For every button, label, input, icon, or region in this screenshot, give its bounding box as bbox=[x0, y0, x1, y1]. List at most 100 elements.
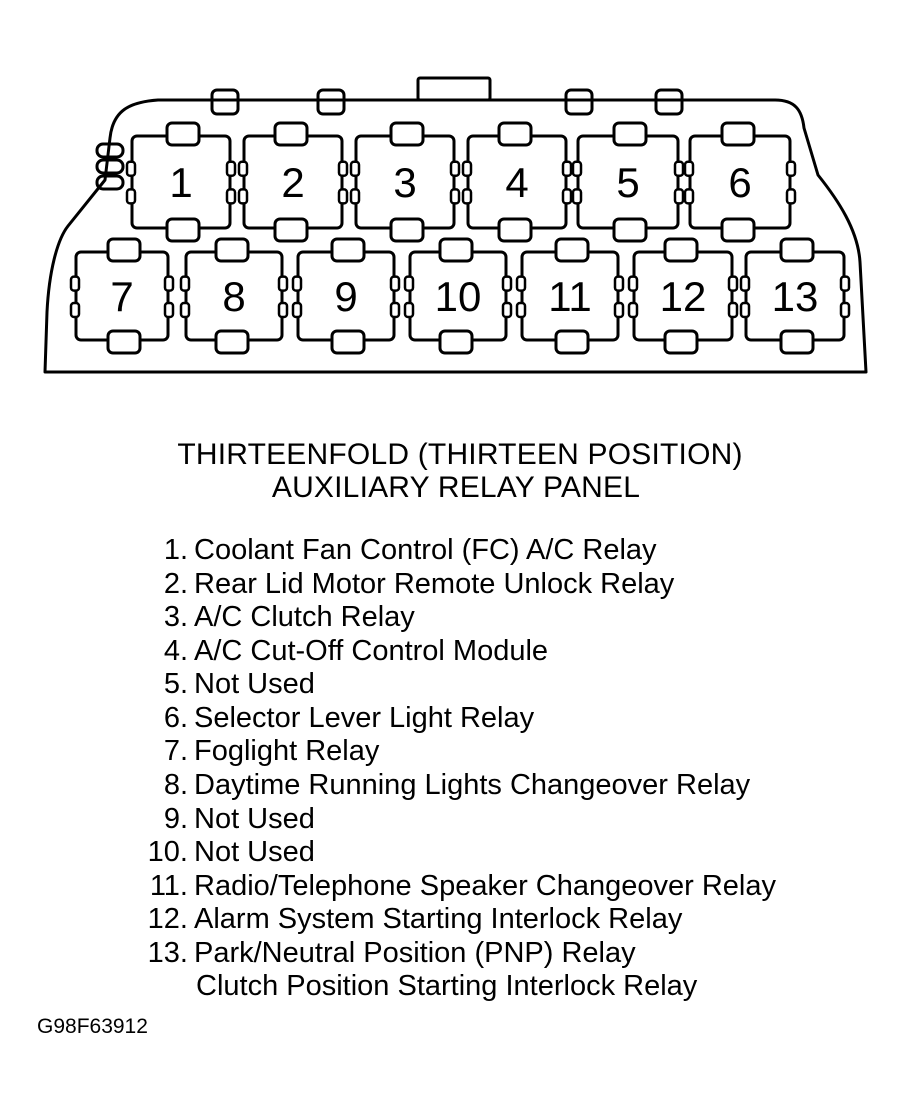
legend-item-text: Not Used bbox=[194, 668, 315, 700]
relay-socket-notch bbox=[179, 301, 191, 319]
relay-socket-notch bbox=[461, 188, 473, 205]
relay-socket-notch bbox=[571, 160, 583, 178]
relay-socket-notch bbox=[501, 275, 513, 292]
legend-item-number: 11. bbox=[149, 870, 188, 902]
relay-socket-notch bbox=[727, 275, 739, 292]
relay-socket-terminal bbox=[438, 329, 474, 355]
relay-socket-notch bbox=[337, 188, 349, 205]
relay-socket-terminal bbox=[779, 237, 815, 263]
relay-socket-notch bbox=[785, 160, 797, 178]
relay-socket-5: 5 bbox=[571, 121, 685, 243]
relay-socket-6: 6 bbox=[683, 121, 797, 243]
relay-socket-notch bbox=[839, 301, 851, 319]
relay-socket-terminal bbox=[330, 329, 366, 355]
relay-socket-3: 3 bbox=[349, 121, 461, 243]
relay-socket-number: 8 bbox=[222, 273, 245, 320]
relay-socket-notch bbox=[683, 160, 695, 178]
relay-socket-notch bbox=[561, 188, 573, 205]
relay-socket-terminal bbox=[106, 329, 142, 355]
relay-socket-number: 10 bbox=[435, 273, 482, 320]
relay-socket-notch bbox=[515, 301, 527, 319]
relay-socket-notch bbox=[349, 188, 361, 205]
relay-socket-notch bbox=[613, 275, 625, 292]
relay-socket-notch bbox=[403, 275, 415, 292]
relay-socket-notch bbox=[125, 188, 137, 205]
relay-socket-number: 11 bbox=[548, 273, 592, 320]
panel-latch bbox=[654, 88, 684, 116]
relay-socket-12: 12 bbox=[627, 237, 739, 355]
relay-socket-notch bbox=[561, 160, 573, 178]
relay-socket-notch bbox=[69, 275, 81, 292]
relay-socket-notch bbox=[627, 301, 639, 319]
relay-socket-notch bbox=[571, 188, 583, 205]
relay-socket-notch bbox=[179, 275, 191, 292]
relay-socket-terminal bbox=[214, 237, 250, 263]
relay-socket-number: 6 bbox=[728, 159, 751, 206]
panel-side-clip bbox=[95, 158, 125, 175]
relay-socket-notch bbox=[739, 275, 751, 292]
relay-socket-notch bbox=[389, 275, 401, 292]
relay-socket-notch bbox=[501, 301, 513, 319]
legend-item-number: 6. bbox=[163, 702, 188, 734]
relay-socket-notch bbox=[277, 275, 289, 292]
legend-item-number: 4. bbox=[163, 635, 188, 667]
legend-item-number: 10. bbox=[147, 836, 188, 868]
panel-title-line-2: AUXILIARY RELAY PANEL bbox=[271, 471, 641, 504]
relay-socket-terminal bbox=[389, 217, 425, 243]
relay-socket-number: 9 bbox=[334, 273, 357, 320]
relay-socket-4: 4 bbox=[461, 121, 573, 243]
relay-socket-notch bbox=[449, 160, 461, 178]
relay-socket-notch bbox=[337, 160, 349, 178]
relay-socket-11: 11 bbox=[515, 237, 625, 355]
relay-socket-terminal bbox=[389, 121, 425, 147]
relay-socket-terminal bbox=[720, 121, 756, 147]
legend-item-text: Not Used bbox=[194, 836, 315, 868]
relay-socket-notch bbox=[225, 188, 237, 205]
relay-socket-notch bbox=[673, 160, 685, 178]
legend-item-number: 3. bbox=[163, 601, 188, 633]
relay-socket-notch bbox=[225, 160, 237, 178]
relay-socket-notch bbox=[389, 301, 401, 319]
legend-item-text: Daytime Running Lights Changeover Relay bbox=[194, 769, 751, 801]
relay-socket-notch bbox=[683, 188, 695, 205]
relay-socket-notch bbox=[125, 160, 137, 178]
legend-item-text: A/C Clutch Relay bbox=[194, 601, 415, 633]
relay-socket-notch bbox=[785, 188, 797, 205]
legend-item-number: 13. bbox=[147, 937, 188, 969]
legend-item-number: 12. bbox=[147, 903, 188, 935]
panel-side-clip bbox=[95, 174, 125, 191]
relay-socket-terminal bbox=[497, 217, 533, 243]
relay-socket-number: 7 bbox=[110, 273, 133, 320]
relay-socket-terminal bbox=[273, 217, 309, 243]
relay-socket-notch bbox=[69, 301, 81, 319]
relay-socket-terminal bbox=[612, 121, 648, 147]
relay-socket-notch bbox=[163, 301, 175, 319]
panel-title-line-1: THIRTEENFOLD (THIRTEEN POSITION) bbox=[177, 438, 743, 471]
legend-item-number: 1. bbox=[163, 534, 188, 566]
relay-socket-notch bbox=[515, 275, 527, 292]
relay-socket-terminal bbox=[106, 237, 142, 263]
legend-item-number: 7. bbox=[163, 735, 188, 767]
relay-socket-notch bbox=[839, 275, 851, 292]
relay-socket-number: 5 bbox=[616, 159, 639, 206]
relay-socket-terminal bbox=[663, 237, 699, 263]
relay-socket-9: 9 bbox=[291, 237, 401, 355]
legend-item-text: Park/Neutral Position (PNP) Relay bbox=[194, 937, 636, 969]
relay-socket-notch bbox=[291, 301, 303, 319]
relay-socket-notch bbox=[291, 275, 303, 292]
relay-socket-notch bbox=[163, 275, 175, 292]
legend-item-number: 5. bbox=[163, 668, 188, 700]
relay-socket-terminal bbox=[273, 121, 309, 147]
legend-item-number: 8. bbox=[163, 769, 188, 801]
relay-socket-number: 4 bbox=[505, 159, 528, 206]
relay-socket-notch bbox=[613, 301, 625, 319]
relay-socket-terminal bbox=[497, 121, 533, 147]
relay-socket-notch bbox=[739, 301, 751, 319]
relay-socket-notch bbox=[627, 275, 639, 292]
relay-socket-notch bbox=[461, 160, 473, 178]
relay-socket-terminal bbox=[554, 237, 590, 263]
panel-latch bbox=[316, 88, 346, 116]
legend-item-text: Alarm System Starting Interlock Relay bbox=[194, 903, 683, 935]
relay-socket-number: 2 bbox=[281, 159, 304, 206]
